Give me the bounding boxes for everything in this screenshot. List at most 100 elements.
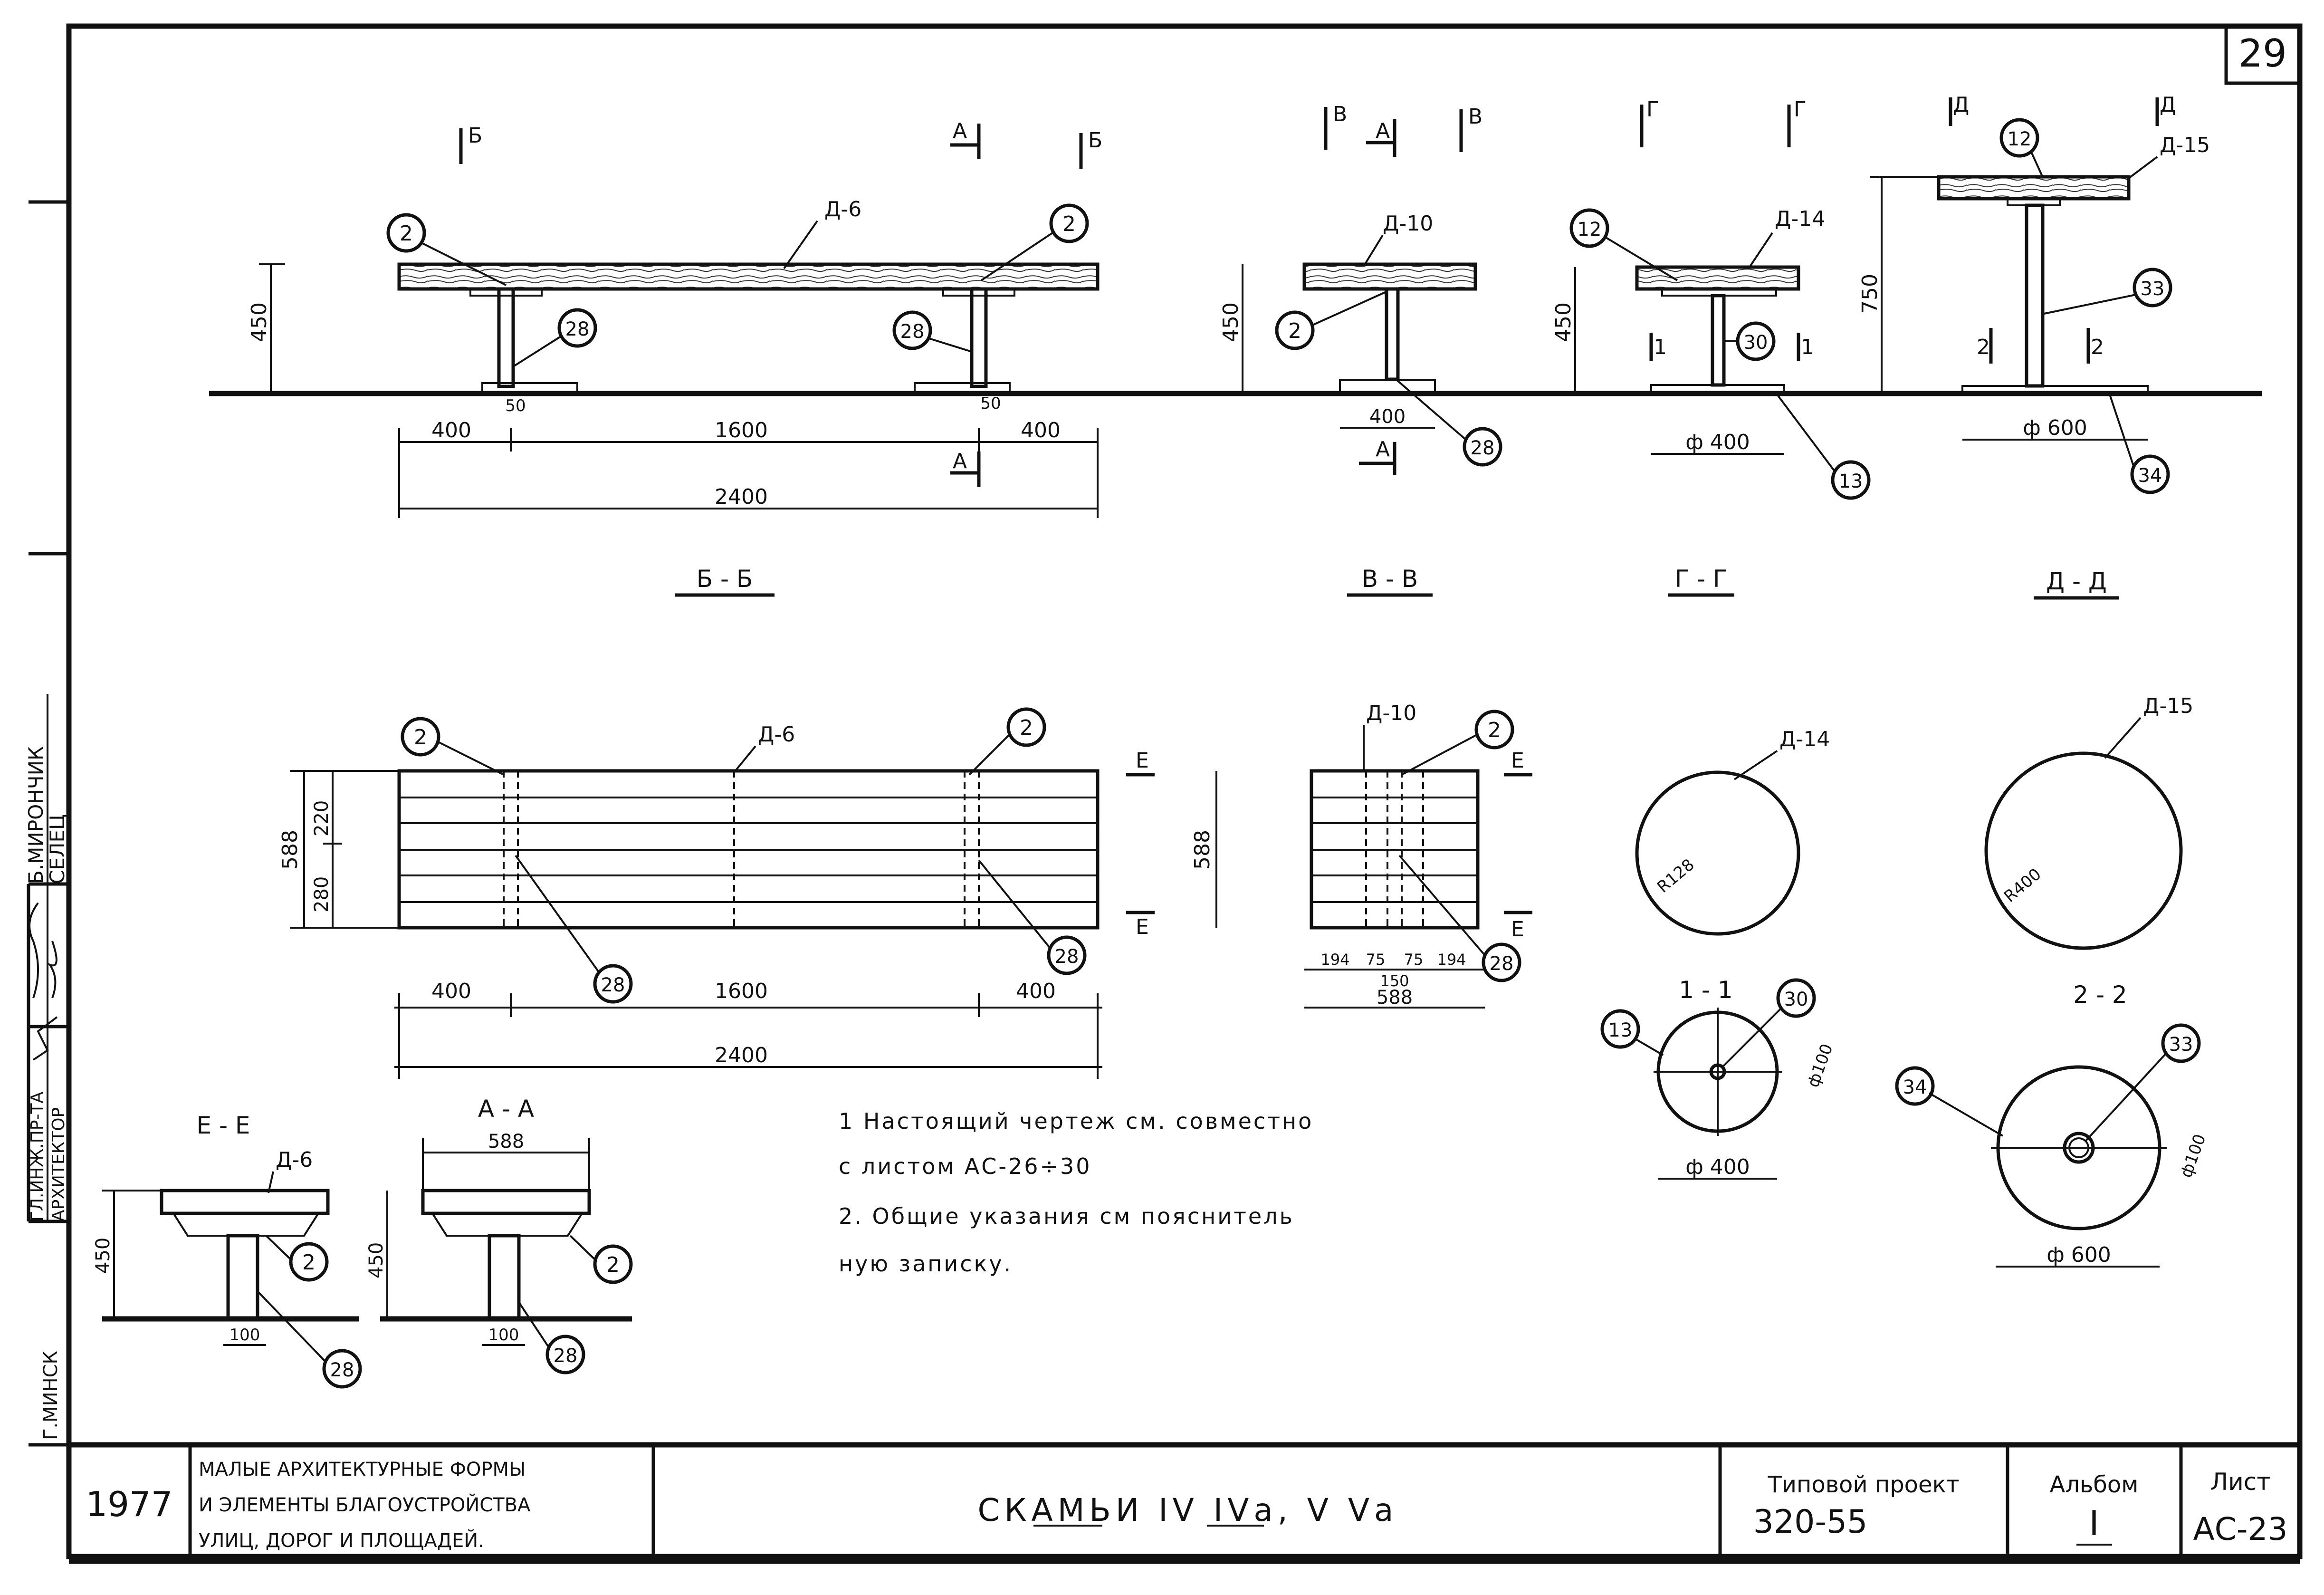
- callout-28-vplan: 28: [1490, 953, 1514, 975]
- dim-450-v: 450: [1219, 302, 1243, 342]
- dim-450-g: 450: [1551, 302, 1576, 342]
- dim-phi400-plan: ф 400: [1685, 1155, 1750, 1179]
- dim-588-vplan-h: 588: [1377, 987, 1413, 1009]
- section-1-left: 1: [1654, 335, 1667, 359]
- dim-588-plan: 588: [278, 830, 302, 870]
- callout-28-plan: 28: [601, 974, 625, 996]
- album-label: Альбом: [2050, 1471, 2139, 1498]
- section-a-bottom: А: [953, 449, 967, 473]
- callout-12b: 12: [2008, 128, 2032, 150]
- section-a-top: А: [953, 119, 967, 143]
- dim-1600: 1600: [715, 418, 768, 442]
- view-title-v-v: В - В: [1362, 565, 1418, 593]
- section-e-v-top: Е: [1511, 749, 1524, 773]
- view-title-g-g: Г - Г: [1675, 565, 1728, 593]
- label-d10-elev: Д-10: [1383, 211, 1433, 236]
- dim-750: 750: [1858, 274, 1882, 314]
- bench-iv-plan: Д-6 2 2 28 28 Е Е 588 220 280 400 16: [278, 707, 1155, 1079]
- section-v-right: В: [1468, 105, 1482, 129]
- callout-28-ee: 28: [330, 1359, 354, 1381]
- callout-2-plan: 2: [414, 725, 427, 749]
- notes: 1 Настоящий чертеж см. совместно с листо…: [839, 1108, 1311, 1277]
- dim-220-plan: 220: [311, 800, 333, 836]
- album-number: I: [2089, 1503, 2099, 1543]
- dim-280-plan: 280: [311, 876, 333, 913]
- section-e-bottom: Е: [1136, 915, 1149, 939]
- dim-450-aa: 450: [365, 1242, 387, 1278]
- label-d6-ee: Д-6: [276, 1148, 313, 1172]
- dim-1600-plan: 1600: [715, 979, 768, 1003]
- stamp-selets: СЕЛЕЦ: [46, 814, 69, 884]
- section-b-left: Б: [468, 124, 482, 148]
- section-g-left: Г: [1646, 97, 1659, 122]
- sheet-code: АС-23: [2193, 1511, 2287, 1547]
- callout-2c: 2: [1288, 319, 1301, 343]
- dim-100-aa: 100: [488, 1326, 519, 1345]
- label-d14-elev: Д-14: [1775, 207, 1825, 231]
- callout-28b: 28: [900, 321, 925, 343]
- view-title-d-d: Д - Д: [2046, 567, 2107, 595]
- callout-2-ee: 2: [302, 1250, 316, 1275]
- label-d15-plan: Д-15: [2143, 694, 2193, 718]
- elevation-row: Д-6 2 2 28 28 Б Б А А: [209, 93, 2262, 518]
- signature-3: [32, 1016, 58, 1061]
- dim-194-right: 194: [1437, 951, 1466, 969]
- dim-r128: R128: [1654, 855, 1698, 897]
- dim-588-vplan-v: 588: [1190, 830, 1215, 870]
- side-stamps: Б.МИРОНЧИК СЕЛЕЦ ГЛ.ИНЖ.ПР-ТА АРХИТЕКТОР…: [24, 746, 69, 1440]
- dim-50-left: 50: [505, 396, 526, 415]
- section-2-left: 2: [1977, 335, 1990, 359]
- dim-400-left: 400: [431, 418, 471, 442]
- bench-v-elevation: Д-10 2 28 В В А А 450 400: [1219, 102, 1502, 475]
- year: 1977: [86, 1484, 172, 1524]
- bench-iv-elevation: Д-6 2 2 28 28 Б Б А А: [247, 119, 1102, 518]
- callout-2-plan-b: 2: [1020, 716, 1033, 740]
- sheet-number-box: 29: [2224, 24, 2302, 85]
- title-block: 1977 МАЛЫЕ АРХИТЕКТУРНЫЕ ФОРМЫ И ЭЛЕМЕНТ…: [69, 1442, 2300, 1564]
- dim-75-right: 75: [1404, 951, 1424, 969]
- callout-28c: 28: [1471, 437, 1495, 459]
- callout-12: 12: [1578, 219, 1602, 240]
- callout-13: 13: [1839, 471, 1863, 492]
- bench-d-elevation: Д-15 12 33 34 Д Д 2 2 750 ф 600: [1858, 93, 2210, 494]
- label-d6-elev: Д-6: [824, 197, 861, 221]
- callout-34-plan: 34: [1903, 1076, 1927, 1098]
- callout-2-aa: 2: [606, 1253, 620, 1277]
- callout-33-plan: 33: [2169, 1034, 2193, 1056]
- project-label: Типовой проект: [1767, 1471, 1959, 1498]
- view-title-b-b: Б - Б: [697, 565, 753, 593]
- round-seat-d-plan: Д-15 R400 2 - 2 34 33 ф100 ф 600: [1895, 694, 2210, 1268]
- callout-28: 28: [565, 318, 590, 340]
- dim-phi100-d: ф100: [2177, 1132, 2210, 1180]
- drawing-title: СКАМЬИ IV IVа, V Vа: [978, 1492, 1398, 1528]
- dim-150: 150: [1380, 972, 1409, 990]
- stamp-mironchik: Б.МИРОНЧИК: [24, 746, 48, 884]
- dim-r400: R400: [2000, 865, 2045, 906]
- view-title-e-e: Е - Е: [196, 1112, 250, 1139]
- label-d14-plan: Д-14: [1779, 727, 1830, 751]
- section-d-right: Д: [2160, 93, 2176, 117]
- section-2-right: 2: [2091, 335, 2104, 359]
- subject-line-1: МАЛЫЕ АРХИТЕКТУРНЫЕ ФОРМЫ: [199, 1459, 526, 1480]
- label-d15-elev: Д-15: [2160, 133, 2210, 157]
- section-a-v-top: А: [1376, 119, 1390, 143]
- label-d6-plan: Д-6: [758, 722, 795, 747]
- callout-2-vplan: 2: [1488, 718, 1501, 742]
- dim-50-right: 50: [980, 394, 1001, 413]
- callout-30-plan: 30: [1784, 989, 1808, 1010]
- sheet-label: Лист: [2210, 1468, 2271, 1496]
- dim-400-v: 400: [1369, 406, 1406, 428]
- stamp-city: Г.МИНСК: [40, 1351, 62, 1440]
- dim-75-left: 75: [1366, 951, 1386, 969]
- dim-588-aa: 588: [488, 1131, 524, 1153]
- dim-100-ee: 100: [230, 1326, 260, 1345]
- callout-2: 2: [400, 221, 413, 246]
- section-a-a: А - А 588 2 28 450 100: [365, 1095, 633, 1374]
- subject-line-2: И ЭЛЕМЕНТЫ БЛАГОУСТРОЙСТВА: [199, 1493, 531, 1516]
- section-e-top: Е: [1136, 749, 1149, 773]
- signature-1: [29, 902, 39, 999]
- note-line-2: с листом АС-26÷30: [839, 1153, 1092, 1179]
- dim-400-plan-right: 400: [1016, 979, 1056, 1003]
- section-d-left: Д: [1953, 93, 1969, 117]
